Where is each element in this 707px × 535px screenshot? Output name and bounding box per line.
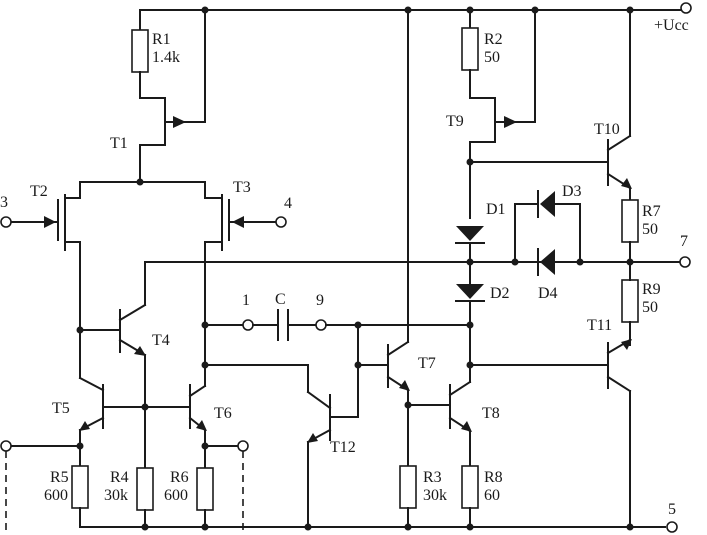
pin-1-terminal <box>242 319 254 331</box>
d4-diode: D4 <box>537 248 558 302</box>
r9-value: 50 <box>642 299 658 316</box>
t4-label: T4 <box>152 332 170 349</box>
r4-name: R4 <box>110 469 129 486</box>
supply-rail: +Ucc <box>139 2 692 34</box>
t1-transistor: T1 <box>110 9 206 183</box>
ucc-label: +Ucc <box>654 17 689 34</box>
ground-rail: 5 <box>79 501 678 533</box>
r7-name: R7 <box>642 203 661 220</box>
pin-5-terminal <box>666 521 678 533</box>
r5-name: R5 <box>50 469 69 486</box>
t1-label: T1 <box>110 135 128 152</box>
r6-value: 600 <box>164 487 188 504</box>
r1-name: R1 <box>152 31 171 48</box>
t8-transistor: T8 <box>448 380 500 467</box>
t12-label: T12 <box>330 439 356 456</box>
cap-label: C <box>275 291 286 308</box>
r1-value: 1.4k <box>152 49 180 66</box>
t10-transistor: T10 <box>469 9 632 201</box>
d3-label: D3 <box>562 183 582 200</box>
d4-label: D4 <box>538 285 558 302</box>
pin-4-terminal <box>275 216 287 228</box>
d1-diode: D1 <box>455 201 506 263</box>
t6-transistor: T6 <box>188 241 249 469</box>
r2-resistor: R2 50 <box>461 9 503 99</box>
t6-label: T6 <box>214 405 232 422</box>
r8-resistor: R8 60 <box>461 465 503 528</box>
r7-value: 50 <box>642 221 658 238</box>
pin-9-terminal <box>315 319 327 331</box>
t9-label: T9 <box>446 113 464 130</box>
diff-pair-top <box>79 178 206 186</box>
r2-name: R2 <box>484 31 503 48</box>
r8-name: R8 <box>484 469 503 486</box>
r3-value: 30k <box>423 487 447 504</box>
t2-transistor: 3 T2 <box>0 181 81 251</box>
r3-name: R3 <box>423 469 442 486</box>
r9-name: R9 <box>642 281 661 298</box>
r9-resistor: R9 50 <box>621 261 661 346</box>
r1-resistor: R1 1.4k <box>131 9 180 99</box>
t11-transistor: T11 <box>469 317 632 528</box>
t5-label: T5 <box>52 400 70 417</box>
r5-value: 600 <box>44 487 68 504</box>
compensation-capacitor: 1 C 9 <box>201 291 474 341</box>
t9-transistor: T9 <box>446 9 536 219</box>
r3-resistor: R3 30k <box>399 465 447 528</box>
pin-9-label: 9 <box>316 292 324 309</box>
pin-4-label: 4 <box>284 195 292 212</box>
pin-right-terminal <box>237 440 249 452</box>
d3-diode: D3 <box>514 183 582 263</box>
t12-transistor: T12 <box>306 324 389 528</box>
r8-value: 60 <box>484 487 500 504</box>
r6-resistor: R6 600 <box>164 467 214 528</box>
pin-3-label: 3 <box>0 194 8 211</box>
r2-value: 50 <box>484 49 500 66</box>
t7-transistor: T7 <box>386 9 451 469</box>
d1-label: D1 <box>486 201 506 218</box>
t2-label: T2 <box>30 183 48 200</box>
pin-1-label: 1 <box>242 292 250 309</box>
r4-value: 30k <box>104 487 128 504</box>
t3-transistor: 4 T3 <box>204 179 292 251</box>
ucc-terminal <box>680 2 692 14</box>
t5-transistor: T5 <box>0 329 191 469</box>
d2-diode: D2 <box>455 261 510 383</box>
t3-label: T3 <box>233 179 251 196</box>
pin-7-terminal <box>679 256 691 268</box>
t7-label: T7 <box>418 355 436 372</box>
t11-label: T11 <box>587 317 612 334</box>
d2-label: D2 <box>490 285 510 302</box>
t4-transistor: T4 <box>76 241 170 357</box>
t10-label: T10 <box>594 121 620 138</box>
r4-resistor: R4 30k <box>104 467 154 528</box>
pin-7-bus: 7 <box>144 233 691 268</box>
pin-3-terminal <box>0 216 12 228</box>
r7-resistor: R7 50 <box>621 199 661 263</box>
r6-name: R6 <box>170 469 189 486</box>
pin-7-label: 7 <box>680 233 688 250</box>
t8-label: T8 <box>482 405 500 422</box>
r5-resistor: R5 600 <box>44 445 89 528</box>
pin-left-terminal <box>0 440 12 452</box>
pin-5-label: 5 <box>668 501 676 518</box>
